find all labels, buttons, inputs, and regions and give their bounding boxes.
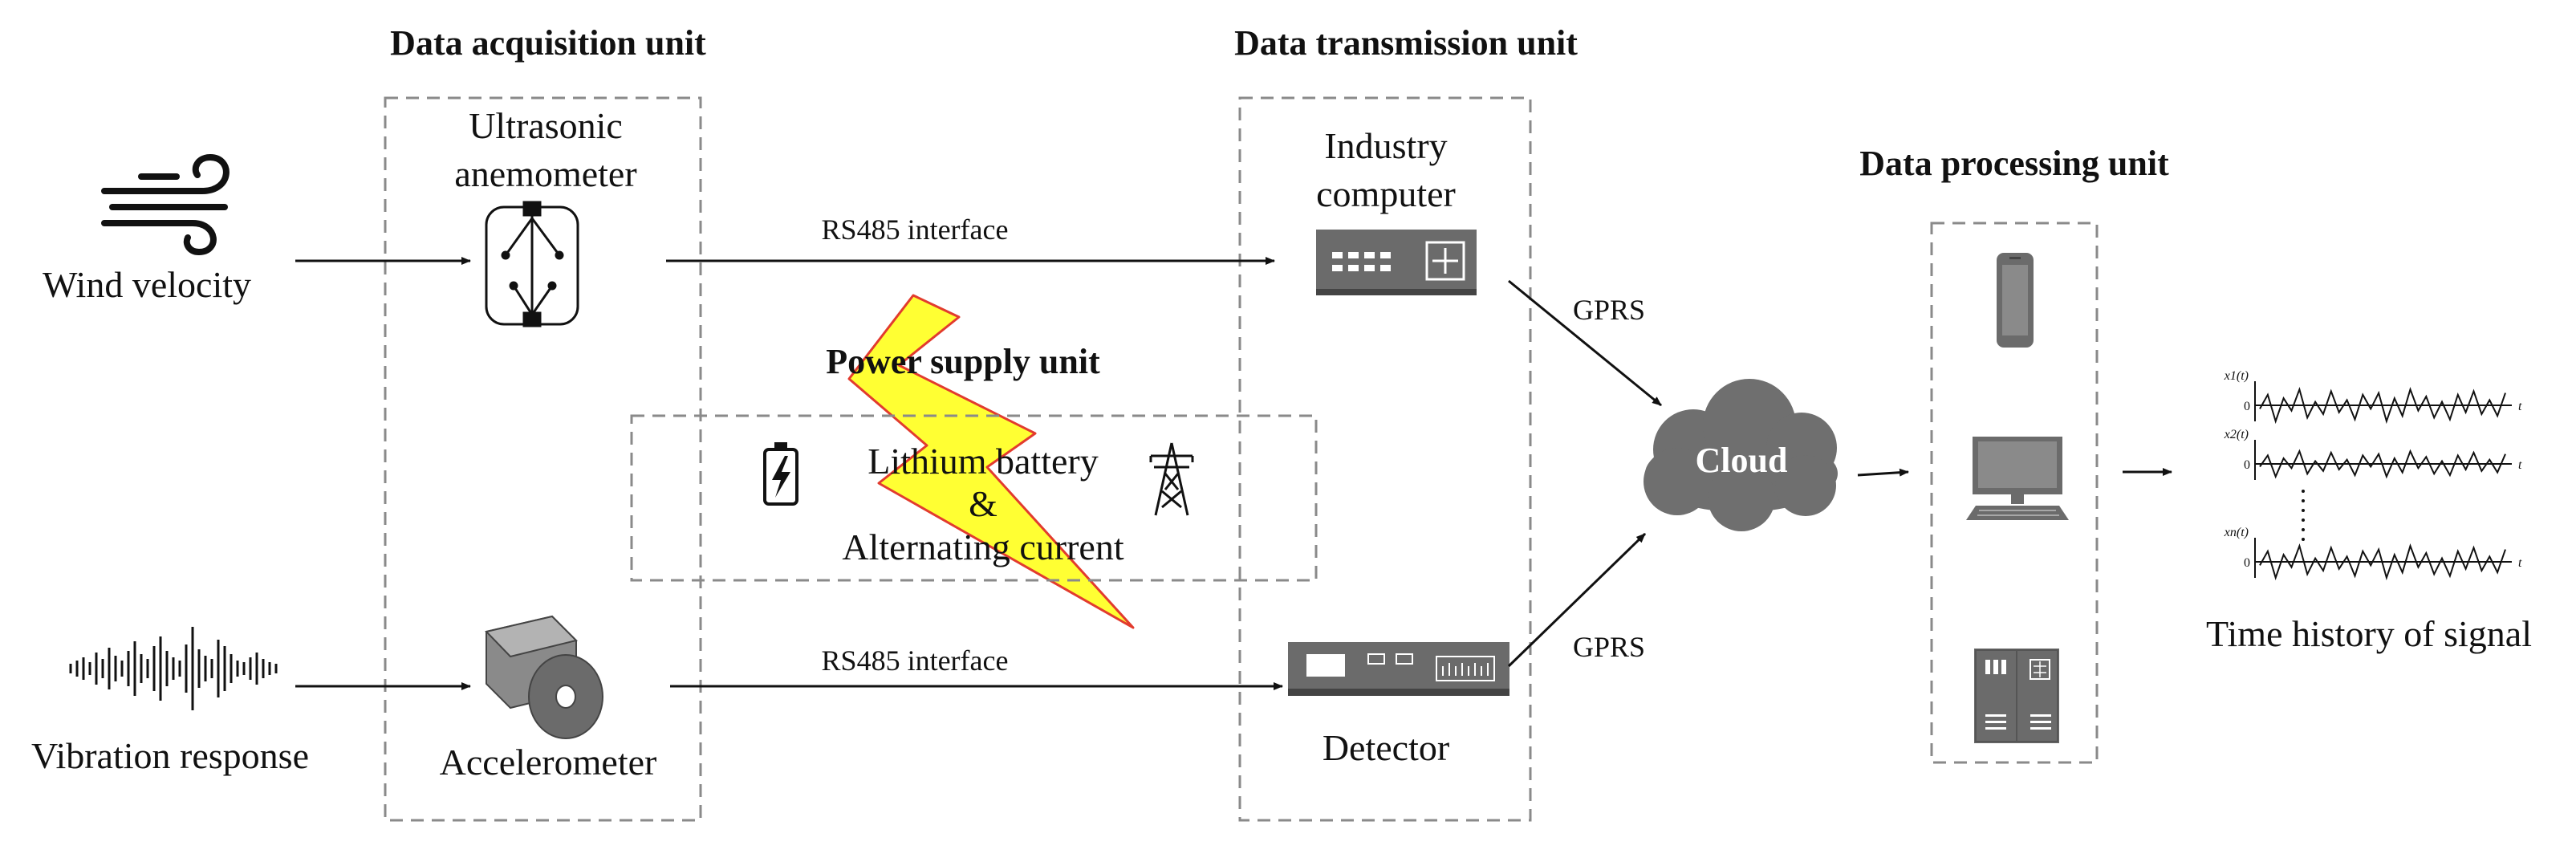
- detector-label: Detector: [1323, 727, 1449, 768]
- server-cabinet-icon: [1974, 649, 2059, 743]
- gprs-top-arrow: [1508, 279, 1662, 407]
- signal-t: t: [2518, 556, 2522, 570]
- power-line3: Alternating current: [842, 527, 1123, 567]
- rs485-bottom-label: RS485 interface: [822, 644, 1009, 677]
- vibration-response-label: Vibration response: [31, 735, 309, 776]
- power-line2: &: [969, 483, 997, 524]
- ellipsis-dot: [2302, 490, 2305, 493]
- signal-trace: [2259, 449, 2506, 479]
- acquisition-unit-header: Data acquisition unit: [390, 23, 706, 63]
- power-unit-header: Power supply unit: [826, 342, 1100, 381]
- signal-trace: [2259, 543, 2506, 581]
- battery-icon: [763, 442, 798, 506]
- gprs-bottom-label: GPRS: [1573, 631, 1645, 663]
- lightning-bolt-icon: [847, 294, 1135, 629]
- accelerometer-label: Accelerometer: [440, 742, 657, 783]
- cloud-icon: [1644, 379, 1838, 531]
- detector-icon: [1288, 642, 1509, 696]
- anemometer-label-line1: Ultrasonic: [469, 105, 623, 146]
- processing-unit-box: [1930, 222, 2099, 764]
- signal-plots: x1(t) 0 t x2(t) 0 t xn(t) 0 t: [2224, 369, 2522, 581]
- sound-wave-icon: [69, 627, 278, 710]
- cloud-label: Cloud: [1696, 441, 1788, 480]
- industry-computer-label-line2: computer: [1316, 173, 1456, 214]
- transmission-unit-header: Data transmission unit: [1234, 23, 1578, 63]
- time-history-caption: Time history of signal: [2206, 613, 2532, 654]
- signal-label: x1(t): [2224, 369, 2249, 383]
- signal-zero: 0: [2244, 400, 2250, 413]
- processing-unit-header: Data processing unit: [1859, 144, 2169, 183]
- ellipsis-dot: [2302, 518, 2305, 522]
- transmission-unit-box: [1238, 96, 1532, 822]
- wind-icon: [101, 153, 230, 256]
- cloud-to-processing-arrow: [1857, 468, 1909, 477]
- signal-label: x2(t): [2224, 428, 2249, 441]
- anemometer-icon: [485, 201, 579, 327]
- signal-zero: 0: [2244, 458, 2250, 472]
- power-unit-box: [630, 414, 1318, 582]
- gprs-top-label: GPRS: [1573, 294, 1645, 326]
- wind-velocity-label: Wind velocity: [43, 264, 251, 305]
- ellipsis-dot: [2302, 538, 2305, 541]
- signal-zero: 0: [2244, 556, 2250, 570]
- ellipsis-dot: [2302, 528, 2305, 531]
- signal-trace: [2259, 386, 2506, 425]
- power-line1: Lithium battery: [867, 441, 1098, 482]
- accelerometer-icon: [485, 615, 603, 739]
- gprs-bottom-arrow: [1507, 532, 1647, 668]
- ellipsis-dot: [2302, 499, 2305, 502]
- power-tower-icon: [1149, 442, 1194, 516]
- desktop-computer-icon: [1966, 437, 2069, 520]
- network-switch-icon: [1316, 230, 1477, 295]
- ellipsis-dot: [2302, 509, 2305, 512]
- rs485-top-label: RS485 interface: [822, 213, 1009, 246]
- acquisition-unit-box: [384, 96, 702, 822]
- signal-t: t: [2518, 458, 2522, 472]
- smartphone-icon: [1997, 253, 2034, 348]
- signal-t: t: [2518, 400, 2522, 413]
- signal-label: xn(t): [2224, 526, 2249, 539]
- industry-computer-label-line1: Industry: [1324, 125, 1447, 166]
- anemometer-label-line2: anemometer: [454, 153, 636, 194]
